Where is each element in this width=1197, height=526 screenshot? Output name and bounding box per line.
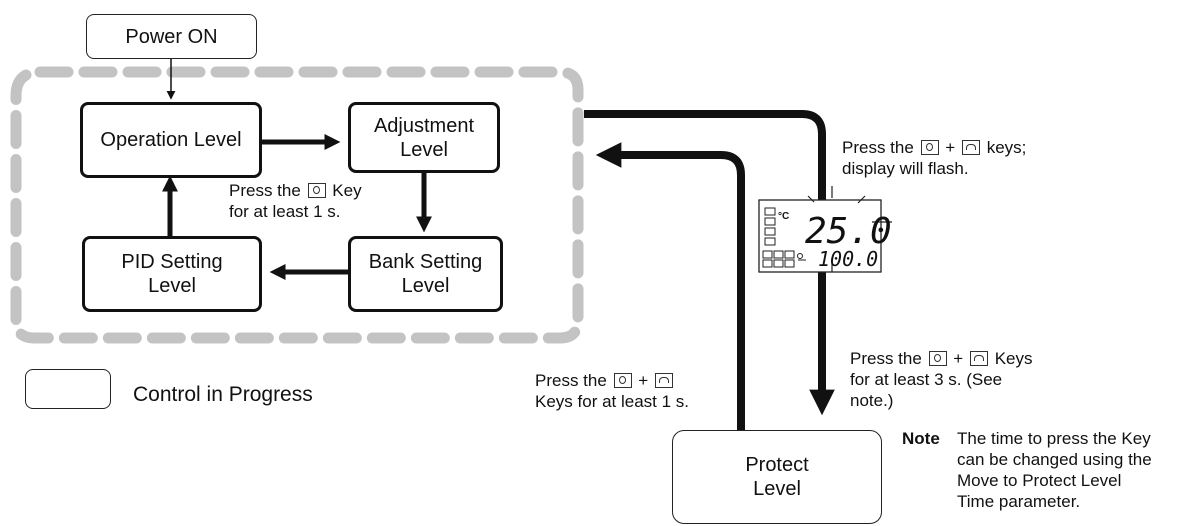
legend-label: Control in Progress [133,383,313,406]
hold-key-text: Press the [229,181,301,200]
flash-plus: + [945,138,956,157]
power-on-node: Power ON [86,14,257,59]
note-line-1: The time to press the Key [957,429,1151,448]
hold-key-annotation: Press the Key for at least 1 s. [229,180,362,222]
circle-key-icon [920,140,939,155]
note-label: Note [902,429,940,448]
legend-swatch [25,369,111,409]
note-line-2: can be changed using the [957,450,1152,469]
from-protect-text-line2: Keys for at least 1 s. [535,392,690,411]
pid-setting-level-node: PID Setting Level [82,236,262,312]
flash-text-line2: display will flash. [842,159,969,178]
arrow-to-protect-level [584,110,835,416]
control-in-progress-region [10,66,584,344]
hold-key-text-end: Key [332,181,362,200]
to-protect-annotation: Press the + Keys for at least 3 s. (See … [850,348,1032,411]
from-protect-annotation: Press the + Keys for at least 1 s. [535,370,689,412]
hold-key-text-line2: for at least 1 s. [229,202,341,221]
to-protect-text: Press the [850,349,922,368]
circle-key-icon [928,351,947,366]
return-key-icon [969,351,988,366]
protect-level-node: Protect Level [672,430,882,524]
display-unit: °C [778,211,789,222]
flash-text: Press the [842,138,914,157]
bank-setting-level-node: Bank Setting Level [348,236,503,312]
flash-annotation: Press the + keys; display will flash. [842,137,1026,179]
to-protect-text-line3: note.) [850,391,894,410]
arrow-from-protect-level [595,142,745,432]
to-protect-text-line2: for at least 3 s. (See [850,370,1003,389]
return-key-icon [961,140,980,155]
display-main-value: 25.0 [805,211,892,252]
adjustment-level-node: Adjustment Level [348,102,500,173]
circle-key-icon [613,373,632,388]
operation-level-node: Operation Level [80,102,262,178]
from-protect-plus: + [638,371,649,390]
display-sub-value: 100.0 [818,247,878,271]
controller-display-icon: °C 25.0 100.0 [758,186,892,273]
flash-text-end: keys; [986,138,1027,157]
circle-key-icon [307,183,326,198]
to-protect-plus: + [953,349,964,368]
to-protect-text-end: Keys [994,349,1033,368]
note-line-3: Move to Protect Level [957,471,1122,490]
note-line-4: Time parameter. [957,492,1081,511]
from-protect-text: Press the [535,371,607,390]
return-key-icon [654,373,673,388]
